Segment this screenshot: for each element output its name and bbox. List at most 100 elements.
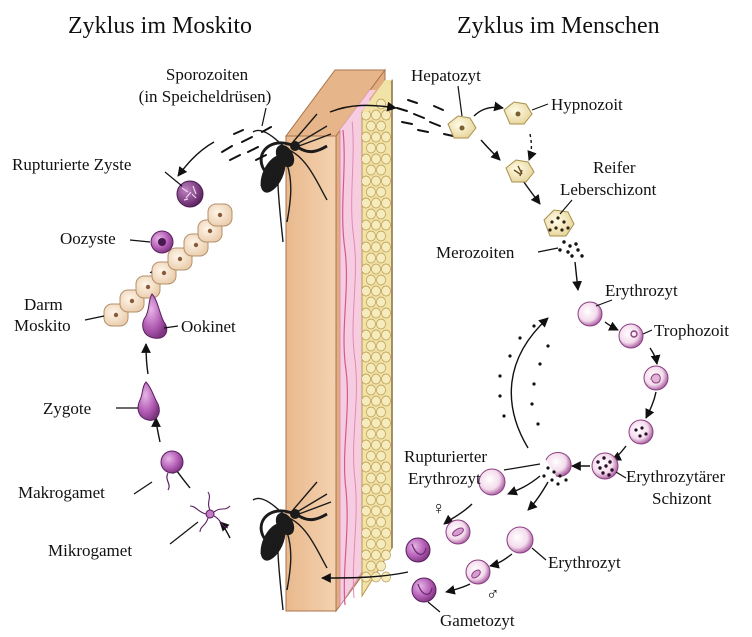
mature-schizont-label-line1: Reifer (593, 158, 636, 177)
fat-cell (367, 407, 376, 417)
fat-cell (367, 319, 376, 329)
fat-cell (382, 220, 391, 230)
fat-cell (382, 352, 391, 362)
mature-schizont-label-line2: Leberschizont (560, 180, 657, 199)
fat-cell (367, 297, 376, 307)
fat-cell (362, 264, 371, 274)
fat-cell (372, 176, 381, 186)
zygote-label: Zygote (43, 399, 91, 418)
fat-cell (362, 462, 371, 472)
microgamete-cell (190, 492, 230, 532)
fat-cell (367, 385, 376, 395)
fat-cell (362, 154, 371, 164)
fat-cell (362, 396, 371, 406)
fat-cell (367, 473, 376, 483)
fat-cell (382, 176, 391, 186)
fat-cell (362, 484, 371, 494)
cycle-arrows (146, 105, 657, 592)
hepatocyte-cell (448, 116, 476, 138)
ruptured-erythrocyte-label-line2: Erythrozyt (408, 469, 481, 488)
fat-cell (382, 374, 391, 384)
fat-cell (382, 440, 391, 450)
fat-cell (367, 187, 376, 197)
fat-cell (362, 374, 371, 384)
fat-cell (372, 484, 381, 494)
fat-cell (362, 330, 371, 340)
fat-cell (372, 264, 381, 274)
fat-cell (377, 341, 386, 351)
fat-cell (367, 253, 376, 263)
fat-cell (367, 363, 376, 373)
fat-cell (377, 231, 386, 241)
gut-label-line2: Moskito (14, 316, 71, 335)
ruptured-erythrocyte-label-line1: Rupturierter (404, 447, 487, 466)
fat-cell (372, 550, 381, 560)
fat-cell (377, 143, 386, 153)
fat-cell (382, 132, 391, 142)
erythrocyte-top-label: Erythrozyt (605, 281, 678, 300)
female-gametocyte (406, 538, 430, 562)
fat-cell (372, 132, 381, 142)
fat-cell (382, 110, 391, 120)
hypnozoite-cell (504, 102, 532, 124)
macrogamete-label: Makrogamet (18, 483, 105, 502)
fat-cell (382, 484, 391, 494)
fat-cell (362, 308, 371, 318)
fat-cell (382, 506, 391, 516)
fat-cell (367, 495, 376, 505)
fat-cell (372, 198, 381, 208)
fat-cell (362, 176, 371, 186)
fat-cell (382, 242, 391, 252)
fat-cell (372, 242, 381, 252)
male-gametocyte-developing (466, 560, 490, 584)
fat-cell (362, 242, 371, 252)
male-gametocyte (412, 578, 436, 602)
fat-cell (382, 286, 391, 296)
erythrocyte-female-lineage (479, 469, 505, 495)
fat-cell (372, 506, 381, 516)
fat-cell (377, 297, 386, 307)
fat-cell (362, 528, 371, 538)
fat-cell (372, 440, 381, 450)
male-symbol: ♂ (486, 584, 500, 604)
fat-cell (362, 132, 371, 142)
erythrocyte-bottom-label: Erythrozyt (548, 553, 621, 572)
fat-cell (377, 319, 386, 329)
fat-cell (377, 99, 386, 109)
fat-cell (367, 209, 376, 219)
fat-cell (372, 374, 381, 384)
merozoite-dots-cycle (498, 324, 549, 425)
merozoites-label: Merozoiten (436, 243, 515, 262)
fat-cell (377, 539, 386, 549)
ookinete-label: Ookinet (181, 317, 236, 336)
fat-cell (362, 418, 371, 428)
fat-cell (372, 154, 381, 164)
fat-cell (377, 253, 386, 263)
fat-cell (377, 451, 386, 461)
fat-cell (377, 209, 386, 219)
female-gametocyte-developing (446, 520, 470, 544)
fat-cell (367, 231, 376, 241)
erythrocytic-schizont-label-line2: Schizont (652, 489, 712, 508)
liver-schizont-developing (506, 160, 534, 182)
fat-cell (372, 396, 381, 406)
female-symbol: ♀ (432, 498, 446, 518)
fat-cell (367, 275, 376, 285)
human-cycle-title: Zyklus im Menschen (457, 13, 660, 39)
fat-cell (367, 165, 376, 175)
gametocyte-label: Gametozyt (440, 611, 515, 630)
microgamete-label: Mikrogamet (48, 541, 132, 560)
fat-cell (362, 352, 371, 362)
hepatocyte-label: Hepatozyt (411, 66, 481, 85)
fat-cell (382, 462, 391, 472)
fat-cell (367, 539, 376, 549)
fat-cell (377, 473, 386, 483)
mosquito-gut-cells (104, 204, 232, 326)
trophozoite-cell (619, 324, 643, 348)
fat-cell (382, 330, 391, 340)
fat-cell (367, 143, 376, 153)
erythrocytic-schizont-cell (592, 453, 618, 479)
oocyst-label: Oozyste (60, 229, 116, 248)
fat-cell (362, 286, 371, 296)
fat-cell (362, 220, 371, 230)
